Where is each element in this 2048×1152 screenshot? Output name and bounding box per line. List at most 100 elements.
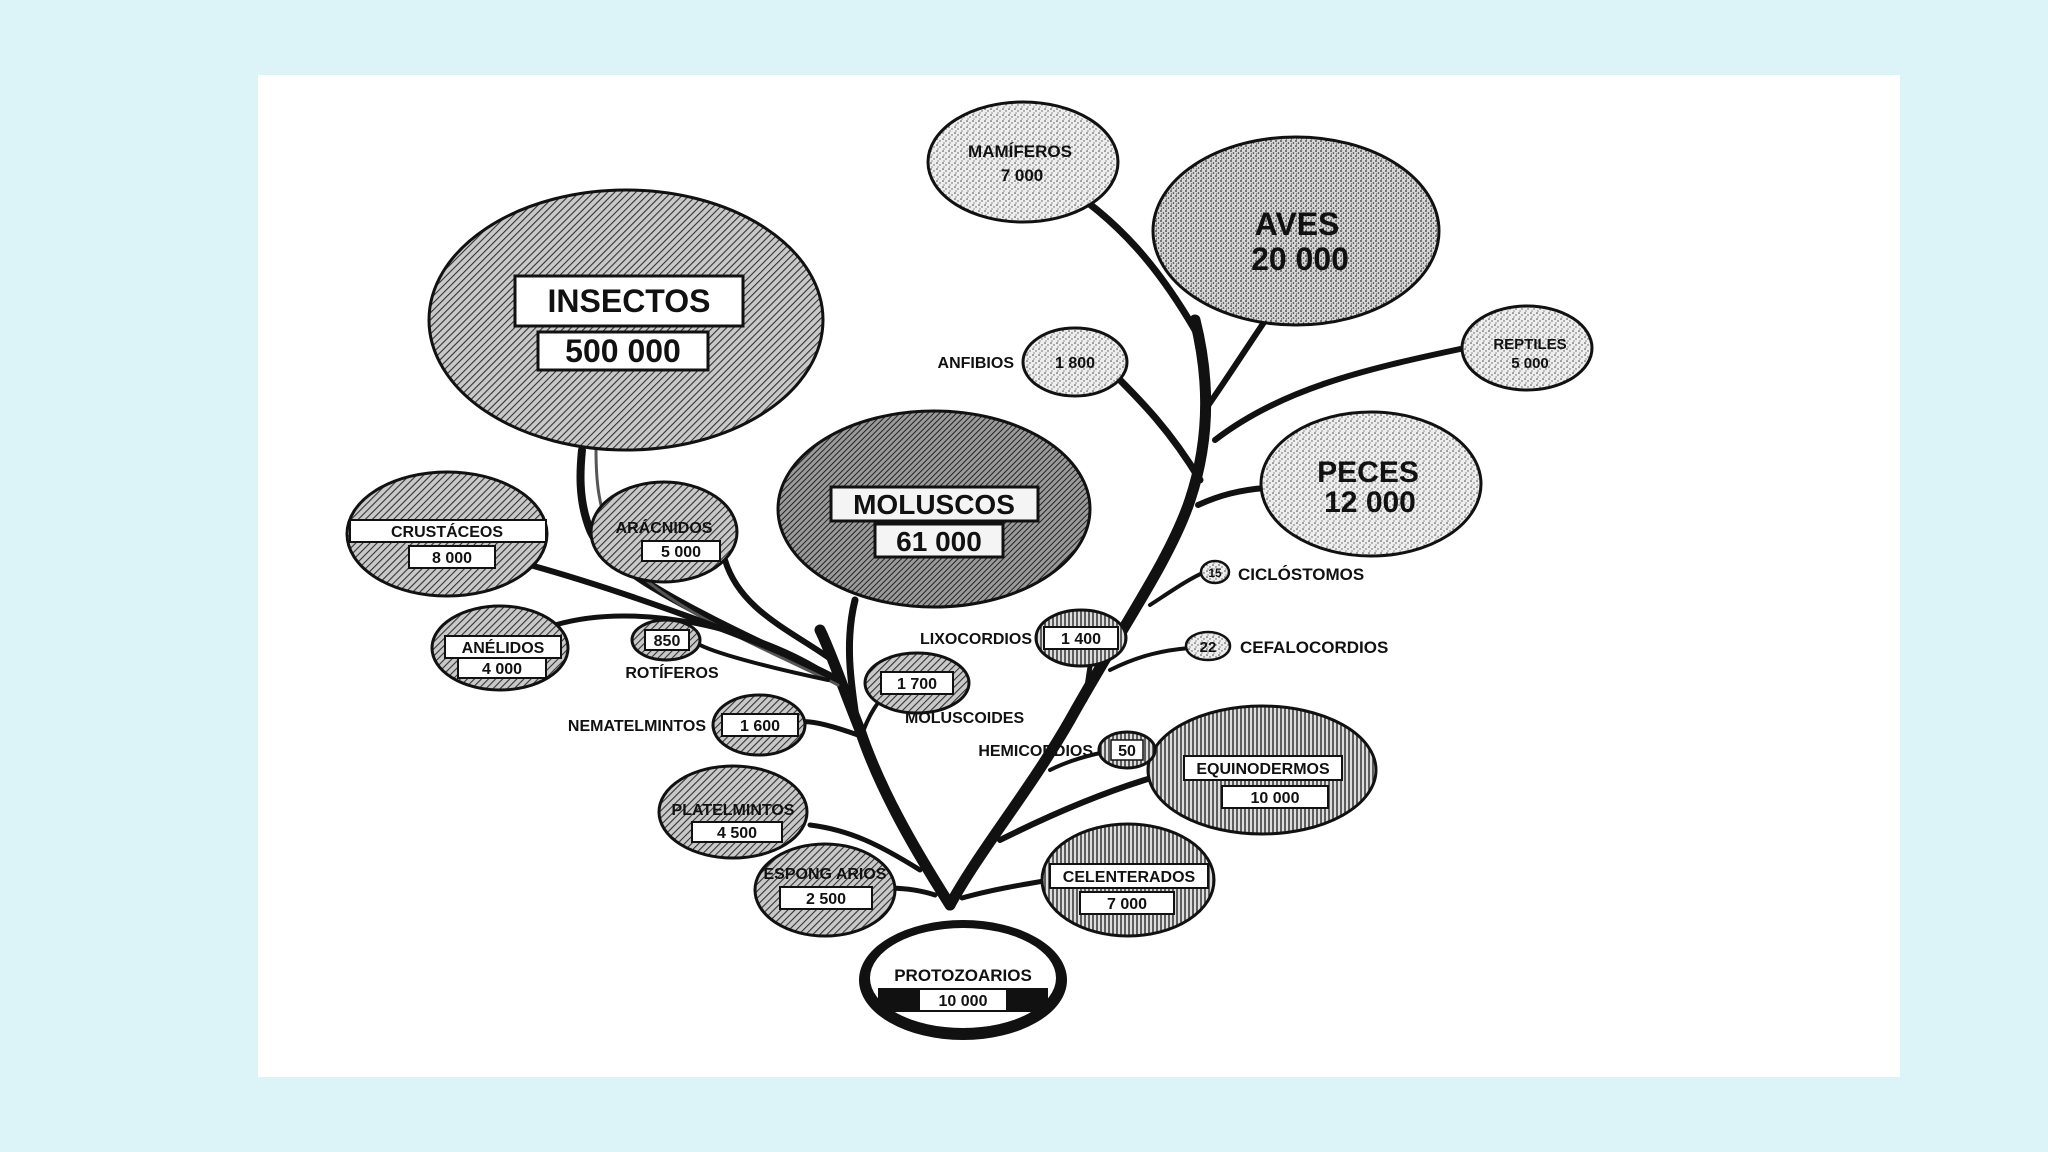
node-peces-count: 12 000 [1324,486,1416,519]
node-aracnidos-count-box [641,540,721,562]
node-hemicordios-count-box [1110,739,1144,761]
branch-reptiles [1212,345,1468,443]
node-reptiles-name: REPTILES [1493,336,1566,353]
node-espongiarios: ESPONG ARIOS 2 500 [753,842,897,938]
node-ciclostomos-count: 15 [1208,566,1222,580]
node-anfibios: ANFIBIOS 1 800 [938,326,1129,398]
node-celenterados-name-box [1049,863,1209,889]
node-anfibios-name: ANFIBIOS [938,355,1015,372]
node-protozoarios-name: PROTOZOARIOS [894,966,1032,985]
node-crustaceos-count: 8 000 [432,550,472,567]
node-mamiferos: MAMÍFEROS 7 000 [926,100,1120,224]
node-peces-circle [1259,410,1483,558]
node-cefalocordios-count: 22 [1200,639,1217,656]
branch-cefalocordios [1108,646,1192,672]
node-moluscos-count-box [873,522,1005,559]
node-anelidos-name: ANÉLIDOS [462,638,545,657]
branch-rotiferos [698,643,830,682]
node-espongiarios-name: ESPONG ARIOS [764,866,887,883]
node-equinodermos-count: 10 000 [1251,790,1300,807]
node-mamiferos-circle [926,100,1120,224]
branch-moluscos [845,596,862,734]
node-cefalocordios: 22 CEFALOCORDIOS [1184,630,1388,662]
node-platelmintos: PLATELMINTOS 4 500 [657,764,809,860]
node-lixocordios-count: 1 400 [1061,631,1101,648]
branch-platelmintos [807,822,923,873]
node-moluscos: MOLUSCOS 61 000 [776,409,1092,609]
node-nematelmintos-count: 1 600 [740,718,780,735]
node-insectos-count-box [536,330,710,372]
node-platelmintos-name: PLATELMINTOS [672,802,795,819]
node-lixocordios-name: LIXOCORDIOS [920,631,1032,648]
branch-anfibios [1111,371,1204,484]
node-reptiles: REPTILES 5 000 [1460,304,1594,392]
branch-anelidos [552,613,831,678]
node-anelidos: ANÉLIDOS 4 000 [430,604,570,692]
node-insectos: INSECTOS 500 000 [427,188,825,452]
node-espongiarios-count-box [779,886,873,910]
node-insectos-name-box [513,274,745,328]
node-protozoarios-count: 10 000 [939,993,988,1010]
node-insectos-name: INSECTOS [548,283,711,319]
branch-aracnidos [722,557,835,663]
node-mamiferos-count: 7 000 [1001,166,1044,185]
node-peces: PECES 12 000 [1259,410,1483,558]
node-moluscoides-name: MOLUSCOIDES [905,710,1024,727]
node-cefalocordios-circle [1184,630,1232,662]
node-hemicordios-name: HEMICORDIOS [978,743,1093,760]
node-moluscos-name-box [829,485,1040,523]
branch-peces [1195,485,1268,508]
node-moluscos-name: MOLUSCOS [853,489,1015,520]
node-aves-name: AVES [1255,206,1340,242]
node-aracnidos: ARÁCNIDOS 5 000 [589,480,739,584]
node-mamiferos-name: MAMÍFEROS [968,142,1072,161]
node-moluscoides-count-box [880,671,954,695]
node-aves-circle [1151,135,1441,327]
node-celenterados-count: 7 000 [1107,896,1147,913]
node-reptiles-circle [1460,304,1594,392]
node-celenterados: CELENTERADOS 7 000 [1040,822,1216,938]
node-rotiferos: 850 ROTÍFEROS [625,618,719,682]
node-anfibios-circle [1021,326,1129,398]
node-moluscoides-count: 1 700 [897,676,937,693]
node-aracnidos-count: 5 000 [661,544,701,561]
node-ciclostomos: 15 CICLÓSTOMOS [1199,559,1364,585]
node-aves-count: 20 000 [1251,241,1349,277]
node-cefalocordios-name: CEFALOCORDIOS [1240,638,1388,657]
node-aracnidos-name: ARÁCNIDOS [616,518,713,537]
node-rotiferos-name: ROTÍFEROS [625,663,719,682]
node-celenterados-name: CELENTERADOS [1063,869,1196,886]
node-platelmintos-count: 4 500 [717,825,757,842]
node-crustaceos: CRUSTÁCEOS 8 000 [345,470,549,598]
node-moluscos-count: 61 000 [896,526,982,557]
node-ciclostomos-circle [1199,559,1231,585]
node-equinodermos-count-box [1221,785,1329,809]
branch-nematelmintos [797,719,861,738]
node-nematelmintos-count-box [721,713,799,737]
node-equinodermos-name: EQUINODERMOS [1196,761,1330,778]
node-hemicordios: HEMICORDIOS 50 [978,730,1157,770]
node-nematelmintos: NEMATELMINTOS 1 600 [568,693,807,757]
branch-celenterados [959,877,1053,901]
node-crustaceos-count-box [408,545,496,569]
node-ciclostomos-name: CICLÓSTOMOS [1238,565,1364,584]
node-espongiarios-count: 2 500 [806,891,846,908]
node-crustaceos-name-box [349,519,547,543]
node-platelmintos-count-box [691,821,783,843]
node-crustaceos-name: CRUSTÁCEOS [391,522,503,541]
node-hemicordios-count: 50 [1118,743,1136,760]
node-peces-name: PECES [1317,456,1419,489]
node-nematelmintos-name: NEMATELMINTOS [568,718,706,735]
node-equinodermos: EQUINODERMOS 10 000 [1146,704,1378,836]
node-insectos-count: 500 000 [565,333,681,369]
node-anfibios-count: 1 800 [1055,355,1095,372]
node-rotiferos-count: 850 [654,633,681,650]
node-equinodermos-name-box [1183,755,1343,781]
node-protozoarios-count-box [920,990,1006,1010]
node-celenterados-count-box [1079,891,1175,915]
node-moluscoides: 1 700 MOLUSCOIDES [863,651,1024,727]
node-reptiles-count: 5 000 [1511,355,1549,372]
node-anelidos-count-box [457,657,547,679]
branch-trunk-right [944,314,1212,911]
